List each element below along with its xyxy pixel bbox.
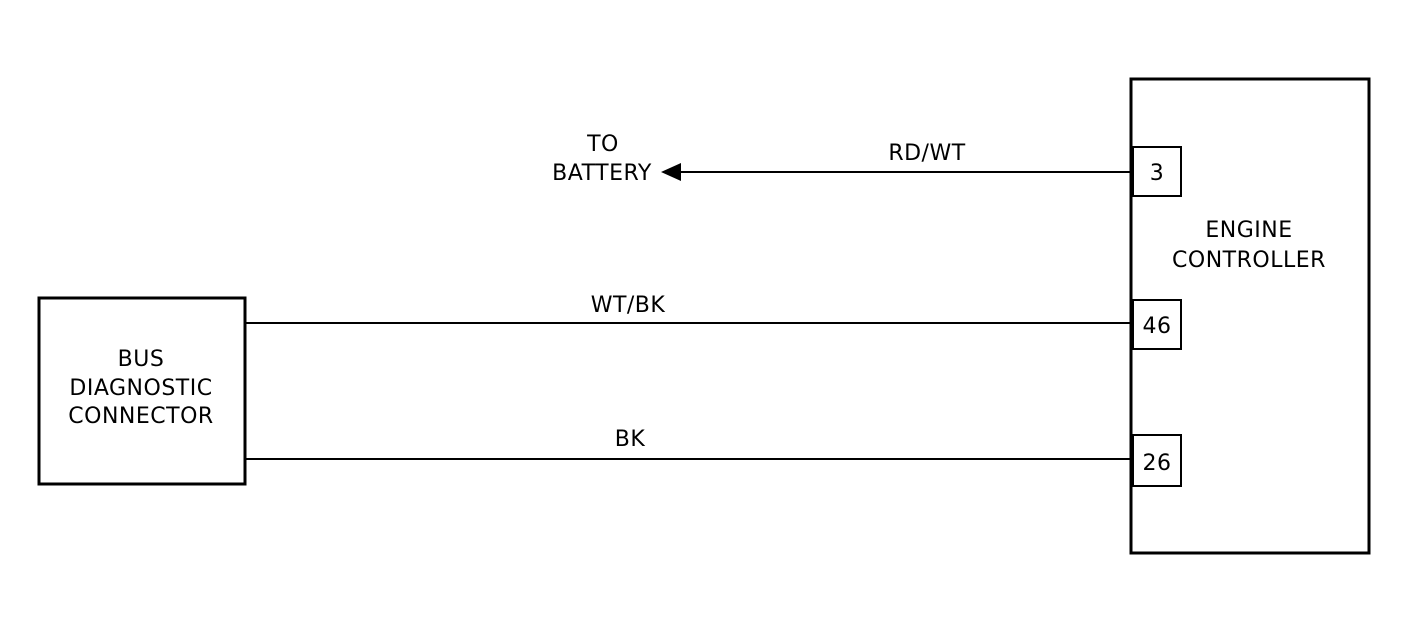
bus-connector-label-line3: CONNECTOR: [68, 404, 213, 429]
bus-connector-label-line2: DIAGNOSTIC: [69, 376, 212, 401]
pin-box-3: [1132, 146, 1182, 197]
engine-controller-box: [1129, 77, 1371, 555]
pin-label-46: 46: [1143, 314, 1172, 339]
wire-label-wt-bk: WT/BK: [591, 293, 666, 318]
wire-label-rd-wt: RD/WT: [888, 141, 965, 166]
engine-controller-label-line2: CONTROLLER: [1172, 248, 1326, 273]
battery-label-line1: TO: [586, 132, 619, 157]
bus-connector-label-line1: BUS: [118, 347, 165, 372]
bus-diagnostic-connector-box: [37, 296, 247, 486]
pin-box-46: [1132, 299, 1182, 350]
battery-label-line2: BATTERY: [552, 161, 652, 186]
pin-box-26: [1132, 434, 1182, 487]
pin-label-3: 3: [1150, 161, 1165, 186]
pin-label-26: 26: [1143, 451, 1172, 476]
engine-controller-label-line1: ENGINE: [1205, 218, 1292, 243]
wire-label-bk: BK: [615, 427, 646, 452]
battery-arrow-icon: [661, 163, 681, 181]
